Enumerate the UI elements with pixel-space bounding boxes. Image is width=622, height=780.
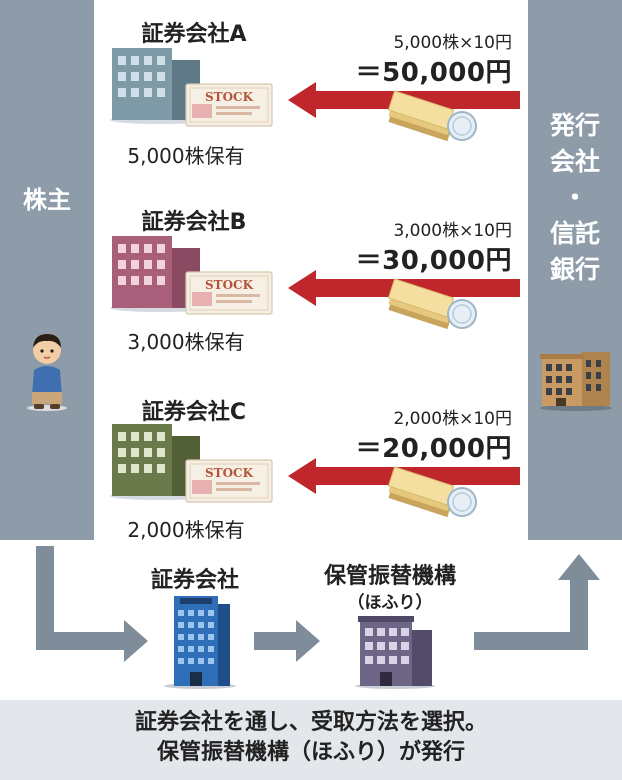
clearing-label: 保管振替機構 [323,564,456,589]
company-name-a: 証券会社A [141,22,247,47]
footer-text: 証券会社を通し、受取方法を選択。 保管振替機構（ほふり）が発行 [134,710,487,765]
holding-c: 2,000株保有 [127,518,245,542]
securities-company-building-icon [164,596,236,689]
stock-label-b: STOCK [205,278,254,292]
clearing-building-icon [355,616,435,689]
person-icon [27,334,67,411]
building-c [110,424,273,503]
calc-formula-b: 3,000株×10円 [393,221,512,241]
stock-label-c: STOCK [205,466,254,480]
building-a [110,48,273,127]
company-name-b: 証券会社B [141,210,247,235]
issuer-column [528,0,622,540]
flow-arrow-up [474,554,600,650]
footer-bar [0,700,622,780]
calc-total-c: ＝20,000円 [355,434,512,464]
flow-arrow-down-right [36,546,148,662]
bottom-flow-arrows [36,546,600,662]
shareholder-column [0,0,94,540]
calc-total-b: ＝30,000円 [355,246,512,276]
securities-company-label: 証券会社 [150,568,239,593]
issuer-building-icon [540,352,612,411]
issuer-label: 発行 会社 ・ 信託 銀行 [549,111,600,284]
calc-formula-c: 2,000株×10円 [393,409,512,429]
clearing-sub-label: （ほふり） [347,593,433,613]
shareholder-label: 株主 [23,186,71,214]
calc-formula-a: 5,000株×10円 [393,33,512,53]
stock-label-a: STOCK [205,90,254,104]
holding-a: 5,000株保有 [127,144,245,168]
company-name-c: 証券会社C [141,400,247,425]
building-b [110,236,273,315]
holding-b: 3,000株保有 [127,330,245,354]
dividend-flow-graphics: STOCK STOCK STOCK [110,48,520,519]
flow-arrow-middle [254,620,320,662]
calc-total-a: ＝50,000円 [355,58,512,88]
